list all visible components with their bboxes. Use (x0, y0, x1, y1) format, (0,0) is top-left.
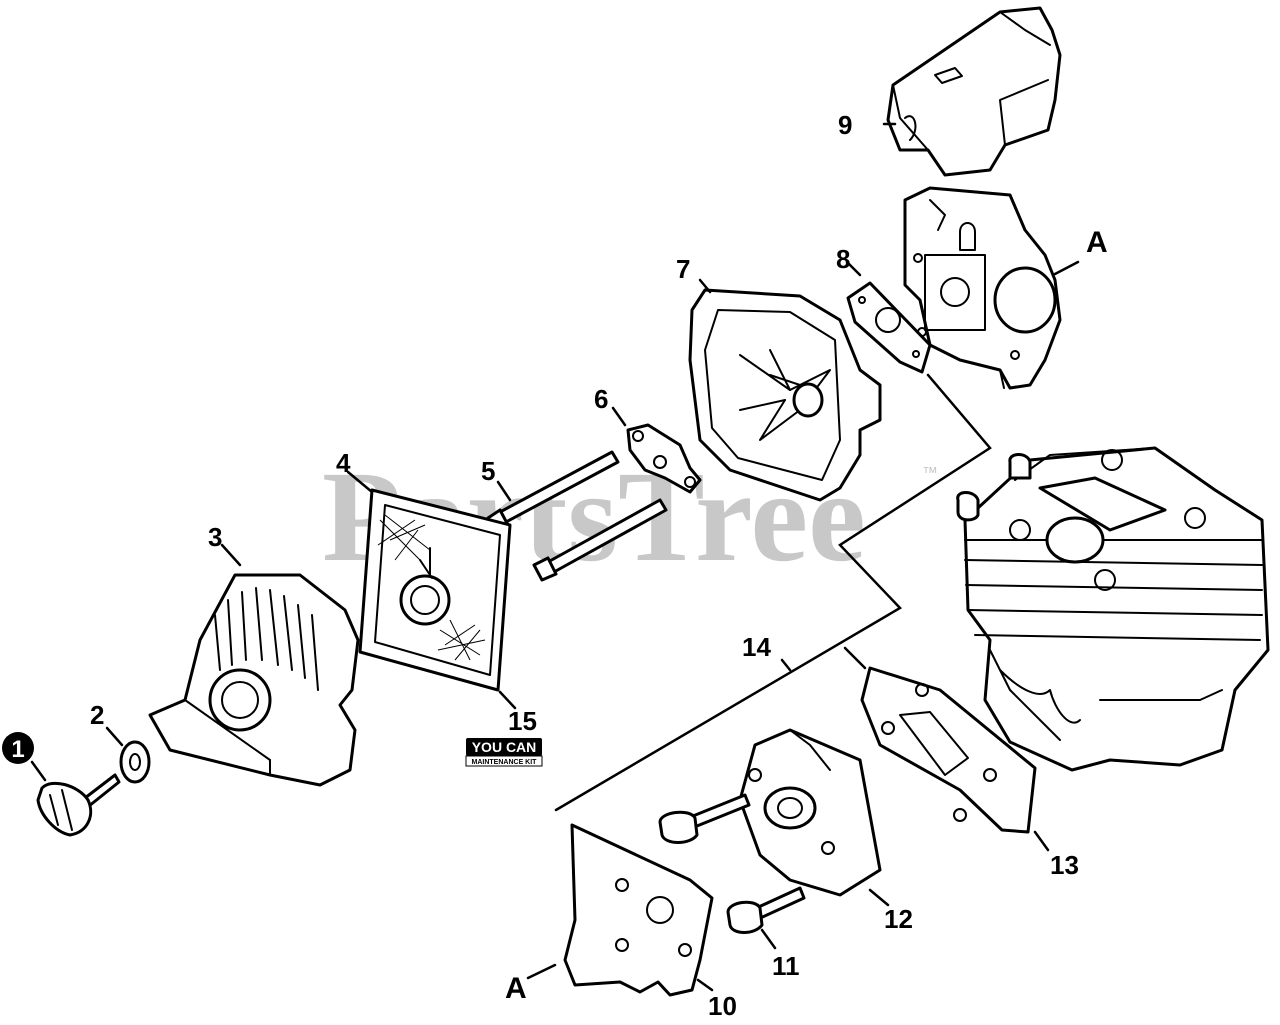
carburetor-assembly (903, 186, 1062, 390)
callout-10: 10 (708, 991, 737, 1021)
part-4-air-filter (358, 488, 512, 692)
callout-3: 3 (208, 522, 222, 552)
part-6-breather-plate (626, 423, 702, 494)
screw-lower (532, 498, 668, 582)
callout-15: 15 (508, 706, 537, 736)
leader-lines (30, 122, 1080, 992)
bolt-upper (658, 793, 751, 844)
callout-4: 4 (336, 448, 351, 478)
engine-cylinder (956, 446, 1270, 772)
reference-a-upper: A (1086, 226, 1108, 259)
callout-8: 8 (836, 244, 850, 274)
part-10-gasket (563, 823, 714, 997)
you-can-maintenance-kit-badge: YOU CAN MAINTENANCE KIT (465, 738, 543, 767)
part-2-washer (119, 740, 151, 784)
part-11-bolts (658, 793, 806, 934)
badge-sub-text: MAINTENANCE KIT (472, 759, 538, 766)
callout-1-circled: 1 (2, 732, 34, 764)
callout-14: 14 (742, 632, 771, 662)
part-3-air-cleaner-cover (148, 573, 360, 787)
callout-1: 1 (11, 736, 24, 763)
part-5-screws (486, 450, 668, 582)
bolt-lower (726, 886, 806, 934)
badge-main-text: YOU CAN (472, 739, 537, 755)
part-9-carburetor-cover (886, 6, 1062, 177)
part-1-knob (36, 773, 121, 837)
callout-13: 13 (1050, 850, 1079, 880)
part-7-air-cleaner-base (688, 288, 882, 502)
watermark-trademark: ™ (922, 465, 938, 482)
part-12-insulator (738, 728, 882, 897)
part-13-cylinder-gasket (860, 666, 1037, 834)
callout-11: 11 (772, 951, 800, 981)
callout-2: 2 (90, 700, 104, 730)
callout-9: 9 (838, 110, 852, 140)
reference-a-lower: A (505, 972, 527, 1005)
callout-5: 5 (481, 456, 495, 486)
callout-12: 12 (884, 904, 913, 934)
callout-7: 7 (676, 254, 690, 284)
part-8-carburetor-gasket (846, 281, 932, 374)
callout-labels: 9 8 7 6 5 4 3 2 15 14 13 12 11 10 A A (90, 110, 1108, 1021)
callout-6: 6 (594, 384, 608, 414)
